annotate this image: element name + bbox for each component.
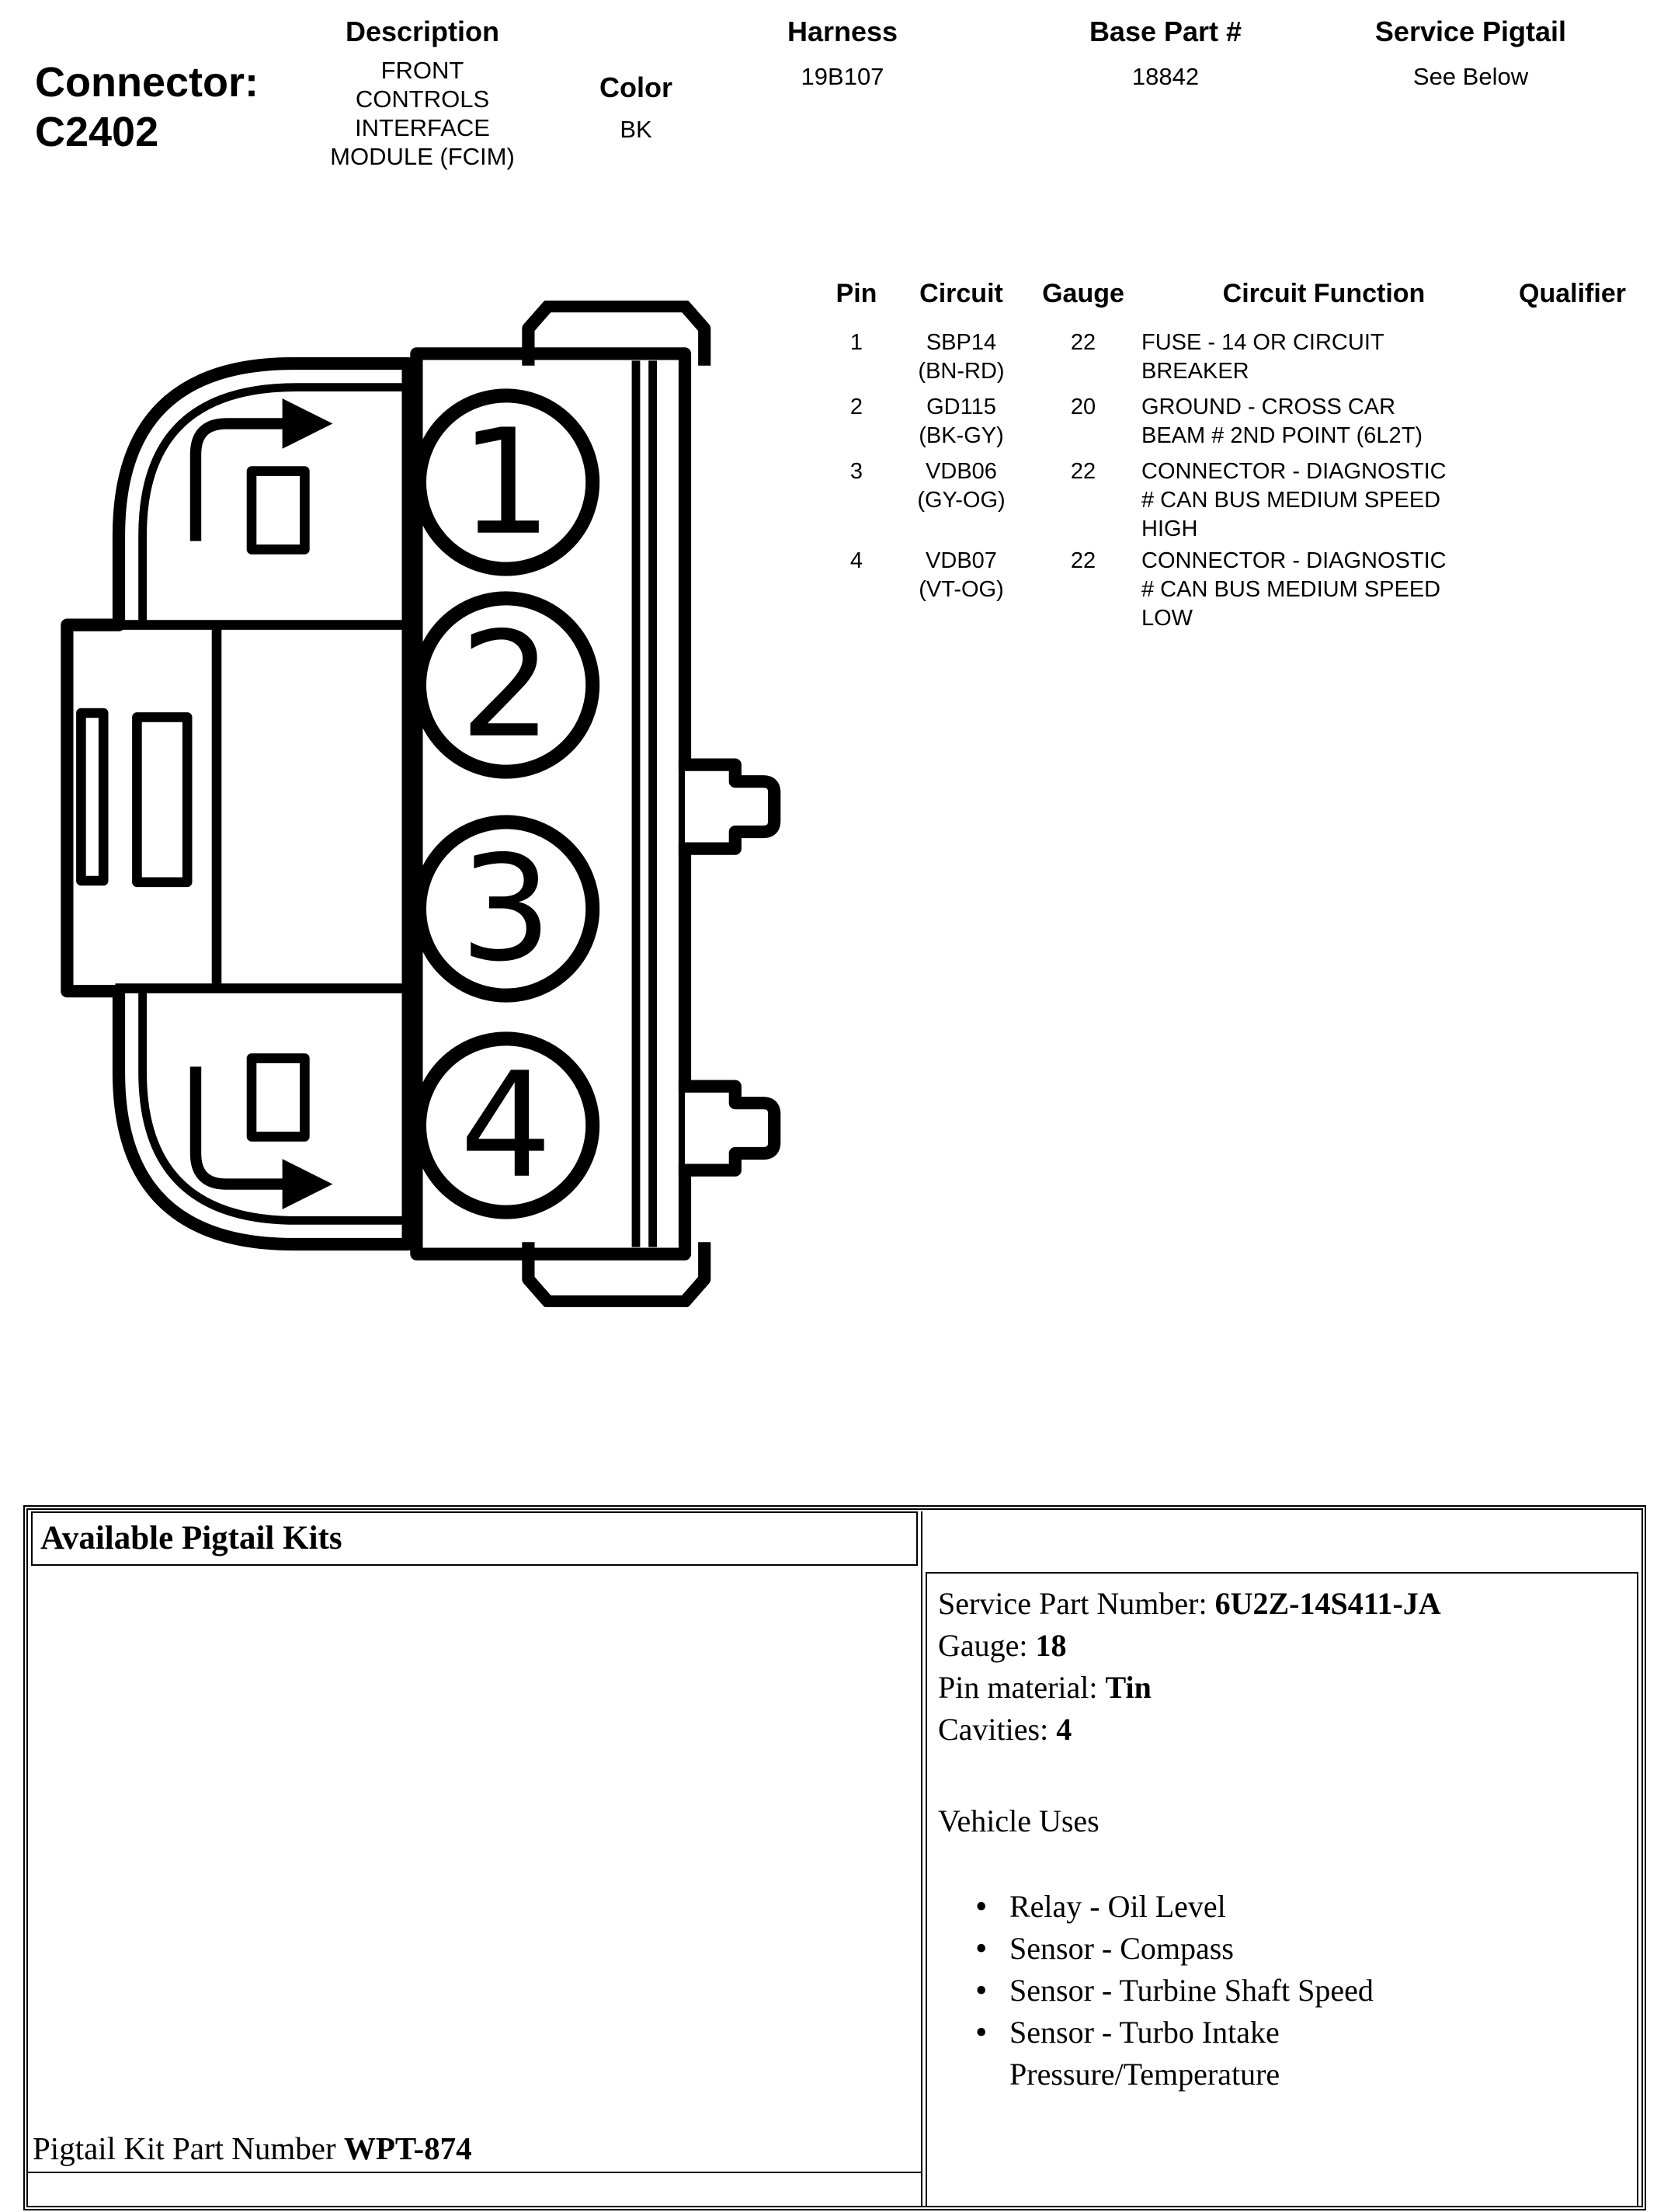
pigtail-kits-table: Available Pigtail Kits Pigtail Kit Part … xyxy=(23,1505,1646,2210)
color-value: BK xyxy=(620,116,652,143)
gauge-value: 18 xyxy=(1035,1628,1067,1663)
pin-number: 3 xyxy=(849,459,863,484)
connector-body-inner-contour xyxy=(138,383,412,1225)
pin-row-4: 4 VDB07 (VT-OG) 22 CONNECTOR - DIAGNOSTI… xyxy=(829,547,1506,633)
pin-function: FUSE - 14 OR CIRCUIT BREAKER xyxy=(1141,330,1384,384)
circuit-col-header: Circuit xyxy=(919,279,1003,308)
cavities-row: Cavities: 4 xyxy=(938,1709,1626,1751)
harness-value: 19B107 xyxy=(801,63,884,90)
cavity-3-circle xyxy=(412,815,600,1003)
pigtail-kit-part-number: Pigtail Kit Part Number WPT-874 xyxy=(33,2130,472,2167)
pin-gauge: 22 xyxy=(1070,548,1096,573)
pin-circuit: VDB07 (VT-OG) xyxy=(919,548,1004,602)
cavities-label: Cavities: xyxy=(938,1712,1057,1747)
pin-function: GROUND - CROSS CAR BEAM # 2ND POINT (6L2… xyxy=(1141,395,1423,448)
top-latch-arrow-icon xyxy=(282,398,333,449)
bottom-latch-pocket xyxy=(246,1053,310,1142)
connector-body-outline xyxy=(61,356,415,1251)
pin-circuit: GD115 (BK-GY) xyxy=(919,395,1004,448)
connector-id: C2402 xyxy=(35,109,159,155)
pin-function: CONNECTOR - DIAGNOSTIC # CAN BUS MEDIUM … xyxy=(1141,459,1447,541)
pin-table-header: Pin Circuit Gauge Circuit Function Quali… xyxy=(829,278,1638,309)
service-part-value: 6U2Z-14S411-JA xyxy=(1214,1586,1441,1621)
pin-row-3: 3 VDB06 (GY-OG) 22 CONNECTOR - DIAGNOSTI… xyxy=(829,457,1506,544)
service-pigtail-header: Service Pigtail xyxy=(1374,16,1567,47)
cavity-1-number: 1 xyxy=(460,398,552,568)
service-pigtail-value: See Below xyxy=(1412,63,1529,90)
service-part-details: Service Part Number: 6U2Z-14S411-JA Gaug… xyxy=(926,1572,1638,2207)
vehicle-uses-list: Relay - Oil Level Sensor - Compass Senso… xyxy=(938,1886,1626,2095)
pigtail-kit-part-label: Pigtail Kit Part Number xyxy=(33,2130,344,2166)
gauge-row: Gauge: 18 xyxy=(938,1625,1626,1667)
color-header: Color xyxy=(599,71,672,103)
vehicle-use-item: Relay - Oil Level xyxy=(975,1886,1626,1928)
pin-function: CONNECTOR - DIAGNOSTIC # CAN BUS MEDIUM … xyxy=(1141,548,1447,631)
column-divider xyxy=(921,1511,922,2206)
pigtail-kit-part-value: WPT-874 xyxy=(343,2130,472,2166)
top-index-tab xyxy=(522,301,711,366)
pin-gauge: 22 xyxy=(1070,330,1096,355)
side-slot-outer xyxy=(76,708,109,886)
vehicle-use-item: Sensor - Compass xyxy=(975,1928,1626,1970)
connector-diagram: 1 2 3 4 xyxy=(61,301,781,1307)
qualifier-col-header: Qualifier xyxy=(1519,279,1626,308)
bottom-index-tab xyxy=(522,1242,711,1307)
pin-number: 1 xyxy=(849,330,863,355)
top-latch-spring xyxy=(189,418,288,541)
pin-circuit: SBP14 (BN-RD) xyxy=(918,330,1005,384)
connector-label: Connector: xyxy=(35,59,259,106)
pin-gauge: 20 xyxy=(1070,395,1096,419)
cavity-3-number: 3 xyxy=(460,825,552,994)
pin-material-label: Pin material: xyxy=(938,1670,1106,1705)
service-part-label: Service Part Number: xyxy=(938,1586,1215,1621)
pin-col-header: Pin xyxy=(836,279,877,308)
vehicle-use-text: Sensor - Turbine Shaft Speed xyxy=(1009,1973,1374,2008)
top-latch-pocket xyxy=(246,466,310,555)
vehicle-use-text: Sensor - Turbo Intake Pressure/Temperatu… xyxy=(1009,2015,1280,2092)
side-slot-inner xyxy=(132,712,193,888)
pin-material-value: Tin xyxy=(1105,1670,1152,1705)
cavity-4-number: 4 xyxy=(460,1042,552,1211)
pin-circuit: VDB06 (GY-OG) xyxy=(917,459,1006,513)
pin-row-2: 2 GD115 (BK-GY) 20 GROUND - CROSS CAR BE… xyxy=(829,393,1506,450)
vehicle-use-item: Sensor - Turbine Shaft Speed xyxy=(975,1970,1626,2012)
inner-wall-lines xyxy=(115,620,413,993)
connector-title: Connector: C2402 xyxy=(35,57,259,157)
right-lock-tab-1 xyxy=(678,758,781,855)
base-part-header: Base Part # xyxy=(1089,16,1242,47)
left-cell-bottom-border xyxy=(28,2172,921,2173)
bottom-latch-spring xyxy=(189,1066,288,1190)
pin-gauge: 22 xyxy=(1070,459,1096,484)
cavity-strip-inner-lines xyxy=(631,360,657,1247)
pin-number: 2 xyxy=(849,395,863,419)
cavity-2-circle xyxy=(412,591,600,779)
cavities-value: 4 xyxy=(1056,1712,1072,1747)
description-value: FRONT CONTROLS INTERFACE MODULE (FCIM) xyxy=(330,57,515,170)
service-part-number-row: Service Part Number: 6U2Z-14S411-JA xyxy=(938,1583,1626,1625)
gauge-label: Gauge: xyxy=(938,1628,1036,1663)
right-lock-tab-2 xyxy=(678,1080,781,1177)
vehicle-use-text: Relay - Oil Level xyxy=(1009,1889,1226,1924)
gauge-col-header: Gauge xyxy=(1042,279,1124,308)
function-col-header: Circuit Function xyxy=(1222,279,1426,308)
pin-row-1: 1 SBP14 (BN-RD) 22 FUSE - 14 OR CIRCUIT … xyxy=(829,329,1506,386)
vehicle-use-text: Sensor - Compass xyxy=(1009,1931,1234,1966)
base-part-value: 18842 xyxy=(1131,63,1200,90)
pin-material-row: Pin material: Tin xyxy=(938,1667,1626,1709)
cavity-4-circle xyxy=(412,1031,600,1219)
harness-header: Harness xyxy=(787,16,898,47)
available-pigtail-kits-title: Available Pigtail Kits xyxy=(31,1511,918,1566)
pin-number: 4 xyxy=(849,548,863,573)
vehicle-uses-title: Vehicle Uses xyxy=(938,1803,1100,1838)
cavity-2-number: 2 xyxy=(460,601,552,770)
description-header: Description xyxy=(345,16,500,47)
cavity-1-circle xyxy=(412,388,600,576)
vehicle-use-item: Sensor - Turbo Intake Pressure/Temperatu… xyxy=(975,2012,1626,2095)
bottom-latch-arrow-icon xyxy=(282,1159,333,1209)
